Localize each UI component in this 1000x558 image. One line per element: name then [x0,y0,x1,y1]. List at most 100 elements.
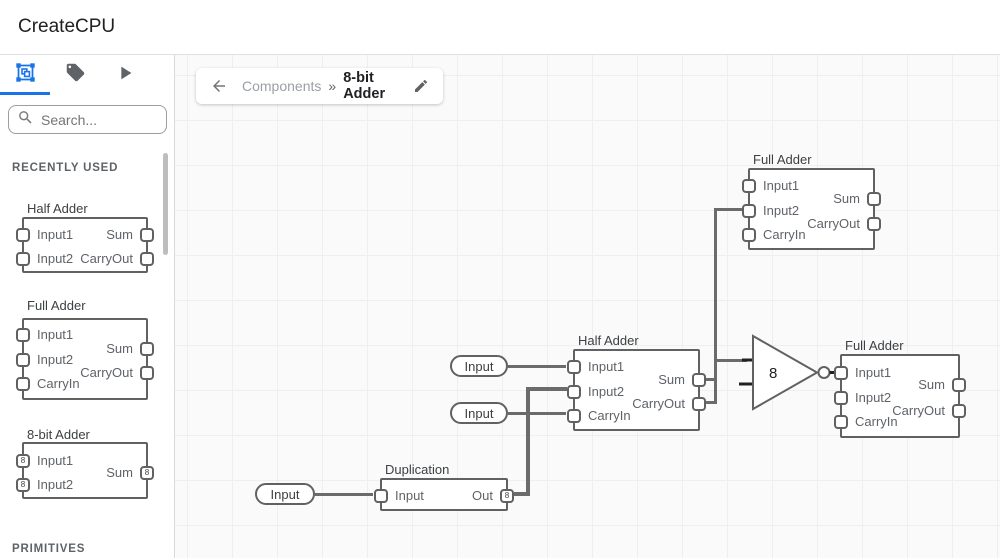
preview-title: Half Adder [27,201,88,216]
search-icon [17,109,34,131]
port-label: CarryIn [763,227,806,242]
port[interactable] [952,378,966,392]
wire-segment[interactable] [705,377,717,381]
port[interactable] [692,397,706,411]
port[interactable] [140,342,154,356]
port-label: Input2 [37,352,74,367]
port[interactable] [374,489,388,503]
preview-8bit-adder[interactable]: 8 Input1 8 Input2 8 Sum [16,442,154,499]
port-label: CarryOut [892,403,945,418]
port[interactable]: 8 [500,489,514,503]
wire-segment[interactable] [508,411,566,415]
circuit-canvas[interactable]: Components » 8-bit Adder Input Input Inp… [175,55,1000,558]
port-label: Sum [106,227,133,242]
port-label: CarryIn [588,408,631,423]
port-label: Input2 [37,251,74,266]
port[interactable] [692,373,706,387]
duplication-node[interactable]: Duplication Input 8 Out [374,462,514,511]
port[interactable] [567,360,581,374]
tab-components[interactable] [0,55,50,95]
full-adder-right-node[interactable]: Full Adder Input1 Input2 CarryIn Sum Car… [834,338,966,438]
play-icon [114,62,136,89]
port-label: Input2 [588,384,625,399]
wire-segment-bus[interactable] [514,492,530,496]
gate-bit-width: 8 [769,365,777,382]
port-label: CarryOut [80,365,133,380]
port[interactable] [140,228,154,242]
port-label: Sum [106,341,133,356]
port[interactable] [867,192,881,206]
sidebar-scrollbar[interactable] [163,153,168,255]
port-label: CarryIn [37,376,80,391]
port[interactable] [16,228,30,242]
port[interactable] [16,328,30,342]
preview-title: Full Adder [27,298,86,313]
search-box[interactable] [8,105,167,134]
port-label: CarryIn [855,414,898,429]
input-pin-pill[interactable]: Input [450,402,508,424]
port-label: Sum [833,191,860,206]
preview-half-adder[interactable]: Input1 Input2 Sum CarryOut [16,217,154,273]
port-label: CarryOut [632,396,685,411]
component-sidebar: RECENTLY USED Half Adder Input1 Input2 S… [0,55,175,558]
wire-segment[interactable] [315,492,373,496]
tag-icon [65,62,86,88]
port[interactable] [834,391,848,405]
port[interactable] [742,179,756,193]
port[interactable] [742,204,756,218]
port-label: CarryOut [80,251,133,266]
port[interactable] [140,366,154,380]
breadcrumb-parent[interactable]: Components [242,78,322,94]
port-label: Input1 [855,365,892,380]
active-tab-indicator [0,92,50,95]
port[interactable] [742,228,756,242]
port[interactable] [834,366,848,380]
port[interactable] [952,404,966,418]
node-title: Full Adder [845,338,904,353]
port[interactable] [834,415,848,429]
primitives-label: PRIMITIVES [12,543,86,555]
not-gate[interactable]: 8 [738,330,843,420]
back-button[interactable] [210,77,228,95]
port-label: Input1 [763,178,800,193]
port[interactable] [16,377,30,391]
wire-segment[interactable] [713,207,742,211]
port[interactable]: 8 [140,466,154,480]
port-label: Out [472,488,493,503]
port-label: Input1 [37,227,74,242]
full-adder-top-node[interactable]: Full Adder Input1 Input2 CarryIn Sum Car… [742,152,881,250]
tab-tags[interactable] [50,55,100,95]
port-label: Sum [918,377,945,392]
input-pin-pill[interactable]: Input [450,355,508,377]
port[interactable] [16,252,30,266]
wire-segment[interactable] [705,400,717,404]
wire-segment-bus[interactable] [526,387,567,391]
breadcrumb-separator: » [328,78,337,94]
wire-segment[interactable] [713,358,747,362]
input-pin-pill[interactable]: Input [255,483,315,505]
port[interactable] [140,252,154,266]
port-label: Input1 [588,359,625,374]
half-adder-node[interactable]: Half Adder Input1 Input2 CarryIn Sum Car… [567,333,706,431]
wire-segment[interactable] [713,207,717,404]
port-label: Input2 [855,390,892,405]
preview-full-adder[interactable]: Input1 Input2 CarryIn Sum CarryOut [16,318,154,400]
port[interactable] [567,409,581,423]
wire-segment-bus[interactable] [526,387,530,496]
edit-name-button[interactable] [413,78,429,94]
components-icon [15,62,36,88]
node-title: Full Adder [753,152,812,167]
port[interactable]: 8 [16,478,30,492]
wire-segment[interactable] [508,364,566,368]
tab-run[interactable] [100,55,150,95]
port-label: Input2 [763,203,800,218]
port[interactable] [567,385,581,399]
search-input[interactable] [41,111,151,128]
port[interactable] [867,217,881,231]
port[interactable]: 8 [16,454,30,468]
port-label: Sum [658,372,685,387]
app-header: CreateCPU [0,0,1000,55]
port[interactable] [16,353,30,367]
recently-used-label: RECENTLY USED [12,162,119,174]
port-label: Sum [106,465,133,480]
